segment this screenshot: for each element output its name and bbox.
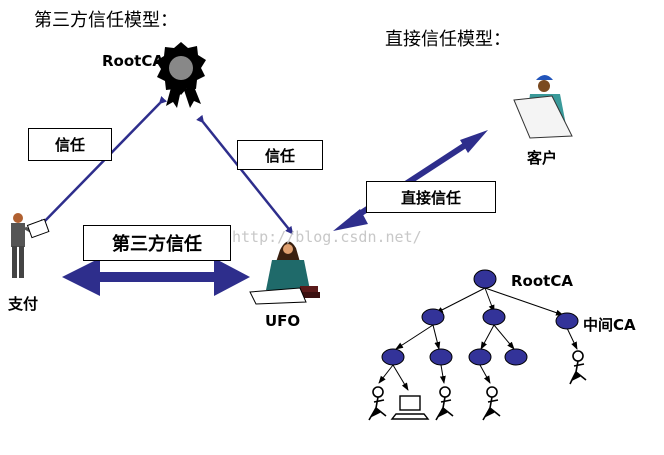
arrow-rootca-payment bbox=[38, 95, 168, 228]
user-icon bbox=[368, 386, 387, 421]
rootca-label: RootCA bbox=[102, 52, 164, 70]
user-icon bbox=[482, 386, 501, 421]
tree-root-label: RootCA bbox=[511, 272, 573, 290]
tree-node-intermediate bbox=[555, 312, 579, 330]
tree-node bbox=[429, 348, 453, 366]
computer-icon bbox=[390, 395, 430, 420]
ufo-label: UFO bbox=[265, 312, 301, 330]
tree-node bbox=[381, 348, 405, 366]
customer-person-icon bbox=[513, 75, 573, 139]
customer-label: 客户 bbox=[527, 149, 558, 167]
tree-node bbox=[504, 348, 528, 366]
watermark-text: http://blog.csdn.net/ bbox=[232, 228, 422, 246]
third-party-trust-arrow bbox=[62, 258, 250, 296]
tree-node bbox=[482, 308, 506, 326]
ufo-person-icon bbox=[249, 241, 320, 305]
direct-model-title: 直接信任模型： bbox=[385, 29, 511, 50]
third-party-trust-box: 第三方信任 bbox=[83, 225, 231, 261]
ca-tree bbox=[368, 269, 587, 421]
trust-box-left: 信任 bbox=[28, 128, 112, 161]
user-icon bbox=[435, 386, 454, 421]
payment-person-icon bbox=[11, 213, 50, 278]
arrow-rootca-ufo bbox=[196, 114, 294, 235]
tree-intermediate-label: 中间CA bbox=[583, 316, 636, 334]
tree-node-root bbox=[473, 269, 497, 289]
rootca-seal-icon bbox=[156, 42, 206, 108]
third-party-model-title: 第三方信任模型： bbox=[34, 10, 178, 31]
user-icon bbox=[569, 350, 587, 385]
payment-label: 支付 bbox=[8, 295, 39, 313]
trust-box-right: 信任 bbox=[237, 140, 323, 170]
direct-trust-box: 直接信任 bbox=[366, 181, 496, 213]
tree-node bbox=[468, 348, 492, 366]
tree-node bbox=[421, 308, 445, 326]
